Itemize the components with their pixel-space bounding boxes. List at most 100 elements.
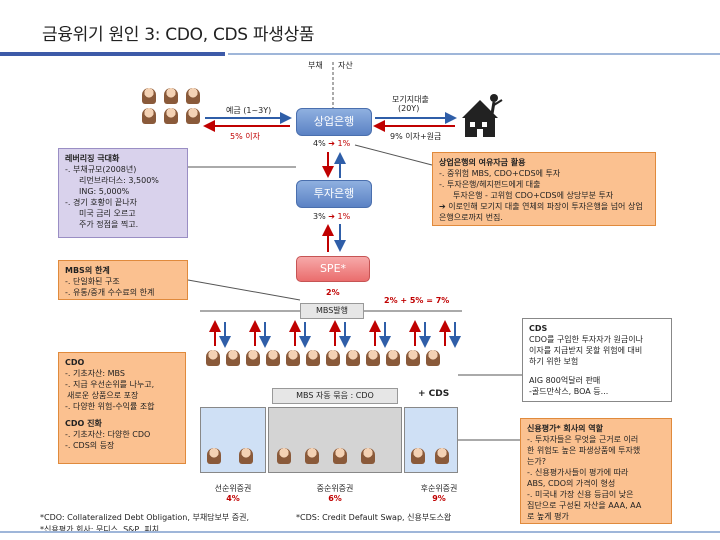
rating-note-line: -. 투자자들은 무엇을 근거로 이러 [527, 435, 639, 444]
investment-bank-spread: 3% ➔ 1% [313, 212, 350, 221]
spread-arrow: ➔ [328, 212, 335, 221]
liability-label: 부채 [308, 61, 323, 70]
investment-bank-box: 투자은행 [296, 180, 372, 208]
person-icon [406, 350, 420, 366]
mortgage-rate: 9% 이자+원금 [390, 132, 442, 141]
cdo-note-line: -. 기초자산: MBS [65, 369, 125, 378]
spread-arrow: ➔ [328, 139, 335, 148]
cdo-note-line: -. 지급 우선순위를 나누고, [65, 380, 155, 389]
person-icon [286, 350, 300, 366]
tranche-mezzanine-label: 중순위증권 [316, 484, 354, 493]
person-icon [186, 88, 200, 104]
tranche-senior-label: 선순위증권 [214, 484, 252, 493]
cdo-note: CDO -. 기초자산: MBS -. 지급 우선순위를 나누고, 새로운 상품… [58, 352, 186, 464]
person-icon [164, 88, 178, 104]
rating-note-line: -. 신용평가사들이 평가에 따라 [527, 468, 629, 477]
rating-note-line: 한 위험도 높은 파생상품에 투자했 [527, 446, 641, 455]
deposit-label: 예금 (1~3Y) [226, 106, 272, 115]
spread-to: 1% [337, 212, 351, 221]
surplus-note-line: ➔ 이로인해 모기지 대출 연체의 파장이 투자은행을 넘어 상업은행으로까지 … [439, 202, 643, 222]
title-rule-light [228, 53, 720, 55]
spread-from: 3% [313, 212, 326, 221]
asset-label: 자산 [338, 61, 353, 70]
person-icon [346, 350, 360, 366]
person-icon [326, 350, 340, 366]
footer-rule [0, 531, 720, 533]
person-icon [164, 108, 178, 124]
person-icon [277, 448, 291, 464]
cds-note-line: 하기 위한 보험 [529, 357, 579, 366]
cdo-note-title: CDO [65, 358, 85, 367]
surplus-note-line: 투자은행 - 고위험 CDO+CDS에 상당부분 투자 [453, 191, 614, 200]
commercial-bank-box: 상업은행 [296, 108, 372, 136]
cds-note: CDS CDO를 구입한 투자자가 원금이나 이자를 지급받지 못할 위험에 대… [522, 318, 672, 402]
cds-note-line: 이자를 지급받지 못할 위험에 대비 [529, 346, 643, 355]
mbs-borrowers-row [206, 350, 440, 366]
rating-note-line: ABS, CDO의 가격이 형성 [527, 479, 616, 488]
mbs-limit-note: MBS의 한계 -. 단일화된 구조 -. 유통/중개 수수료의 한계 [58, 260, 188, 300]
mbs-limit-line: -. 단일화된 구조 [65, 277, 120, 286]
tranche-junior-pct: 9% [432, 494, 446, 503]
surplus-note-line: -. 중위험 MBS, CDO+CDS에 투자 [439, 169, 561, 178]
spe-box: SPE* [296, 256, 370, 282]
cds-note-line: -골드만삭스, BOA 등... [529, 387, 609, 396]
person-icon [386, 350, 400, 366]
rating-note-line: -. 미국내 가장 신용 등급이 낮은 [527, 490, 634, 499]
cdo-bundle-pill: MBS 자동 묶음 : CDO [272, 388, 398, 404]
deposit-rate: 5% 이자 [230, 132, 260, 141]
person-icon [239, 448, 253, 464]
cdo-evolution-title: CDO 진화 [65, 419, 102, 428]
cds-note-line: CDO를 구입한 투자자가 원금이나 [529, 335, 643, 344]
leverage-note-line: ING: 5,000% [79, 187, 130, 196]
title-rule-dark [0, 52, 225, 56]
surplus-funds-note: 상업은행의 여유자금 활용 -. 중위험 MBS, CDO+CDS에 투자 -.… [432, 152, 656, 226]
cds-note-line: AIG 800억달러 판매 [529, 376, 601, 385]
person-icon [186, 108, 200, 124]
person-icon [226, 350, 240, 366]
person-icon [333, 448, 347, 464]
rating-note-line: 는가? [527, 457, 546, 466]
leverage-note: 레버리징 극대화 -. 부채규모(2008년) 리먼브라더스: 3,500% I… [58, 148, 188, 238]
tranche-junior-box [404, 407, 458, 473]
leverage-note-line: 리먼브라더스: 3,500% [79, 176, 159, 185]
tranche-senior-box [200, 407, 266, 473]
mortgage-label: 모기지대출 [392, 95, 429, 104]
person-icon [206, 350, 220, 366]
person-icon [305, 448, 319, 464]
cds-plus-label: + CDS [418, 389, 450, 399]
mbs-issue-pill: MBS발행 [300, 303, 364, 319]
rating-note-line: 로 높게 평가 [527, 512, 569, 521]
leverage-note-line: -. 부채규모(2008년) [65, 165, 137, 174]
person-icon [207, 448, 221, 464]
person-icon [411, 448, 425, 464]
surplus-note-line: -. 투자은행/헤지펀드에게 대출 [439, 180, 541, 189]
cdo-evolution-line: -. CDS의 등장 [65, 441, 115, 450]
cdo-evolution-line: -. 기초자산: 다양한 CDO [65, 430, 151, 439]
person-icon [142, 108, 156, 124]
leverage-note-title: 레버리징 극대화 [65, 154, 120, 163]
surplus-note-title: 상업은행의 여유자금 활용 [439, 158, 526, 167]
person-icon [361, 448, 375, 464]
leverage-note-line: 주가 정점을 찍고. [79, 220, 139, 229]
rating-note-line: 집단으로 구성된 자산을 AAA, AA [527, 501, 642, 510]
person-icon [366, 350, 380, 366]
worker-icon [490, 94, 503, 115]
spread-to: 1% [337, 139, 351, 148]
cds-note-spacer [529, 367, 665, 375]
cds-note-title: CDS [529, 324, 548, 333]
leverage-note-line: -. 경기 호황이 끝나자 [65, 198, 137, 207]
spread-from: 4% [313, 139, 326, 148]
cdo-note-line: -. 다양한 위험-수익률 조합 [65, 402, 155, 411]
person-icon [426, 350, 440, 366]
person-icon [435, 448, 449, 464]
rating-agency-note: 신용평가* 회사의 역할 -. 투자자들은 무엇을 근거로 이러 한 위험도 높… [520, 418, 672, 524]
tranche-senior-pct: 4% [226, 494, 240, 503]
mortgage-term: (20Y) [398, 104, 420, 113]
house-icon [462, 100, 498, 137]
leverage-note-line: 미국 금리 오르고 [79, 209, 136, 218]
commercial-bank-spread: 4% ➔ 1% [313, 139, 350, 148]
footnote-cds: *CDS: Credit Default Swap, 신용부도스왑 [296, 513, 452, 522]
footnote-rating: *신용평가 회사: 무디스, S&P, 피치... [40, 525, 167, 534]
person-icon [266, 350, 280, 366]
person-icon [306, 350, 320, 366]
